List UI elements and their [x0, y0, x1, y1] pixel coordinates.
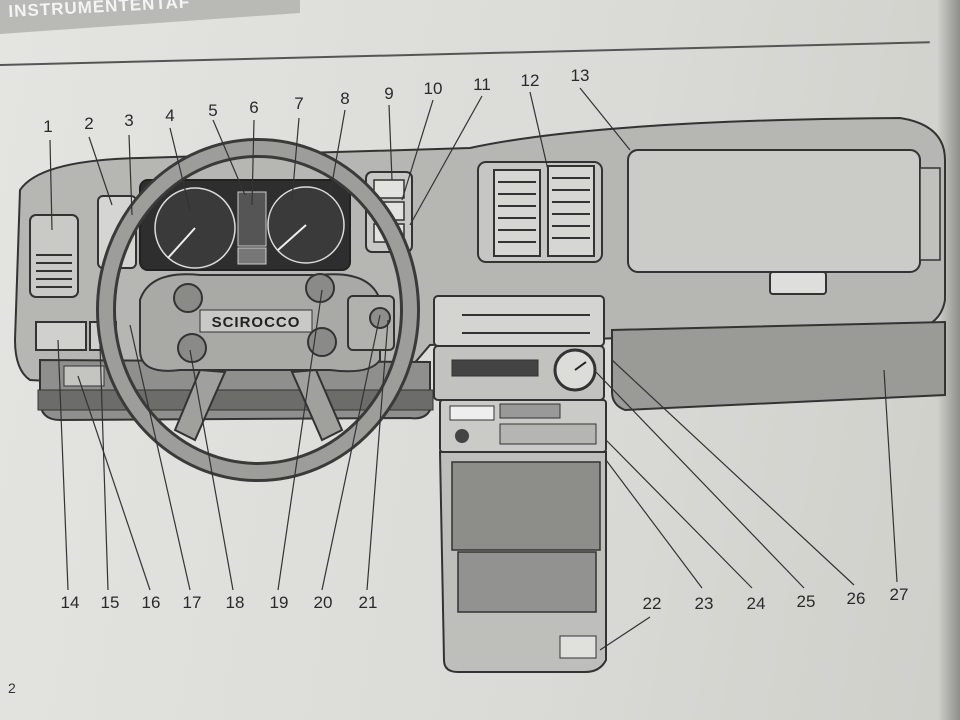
horn-button-tl [173, 283, 203, 313]
callout-16: 16 [141, 593, 161, 612]
centre-vent-right [547, 165, 595, 257]
callout-10: 10 [423, 79, 443, 98]
callout-9: 9 [384, 84, 394, 103]
left-vent-slats [36, 254, 72, 288]
wheel-badge-text: SCIROCCO [212, 314, 301, 331]
callout-23: 23 [694, 594, 714, 613]
radio-display [449, 405, 495, 421]
callout-13: 13 [570, 66, 590, 85]
fuse-switches [63, 365, 105, 387]
callout-27: 27 [889, 585, 909, 604]
leader-lines [49, 87, 898, 651]
ignition-switch [369, 307, 391, 329]
radio-buttons [499, 423, 597, 445]
callout-2: 2 [84, 114, 94, 133]
page-number: 2 [8, 680, 16, 696]
left-switch-block [35, 321, 87, 351]
fuel-gauge [237, 247, 267, 265]
heater-controls [433, 295, 605, 347]
callout-5: 5 [208, 101, 218, 120]
storage-slot-opening [451, 359, 539, 377]
callout-8: 8 [340, 89, 350, 108]
callout-17: 17 [182, 593, 202, 612]
callout-21: 21 [358, 593, 378, 612]
callout-18: 18 [225, 593, 245, 612]
callout-11: 11 [473, 75, 491, 94]
right-trim [611, 320, 946, 412]
radio-knob [455, 429, 469, 443]
callout-4: 4 [165, 106, 175, 125]
callout-7: 7 [294, 94, 304, 113]
right-vent [919, 167, 941, 261]
callout-22: 22 [642, 594, 662, 613]
callout-12: 12 [520, 71, 540, 90]
radio-cassette-slot [499, 403, 561, 419]
steering-wheel: SCIROCCO [96, 138, 420, 482]
callout-26: 26 [846, 589, 866, 608]
callout-6: 6 [249, 98, 259, 117]
console-label-plate [559, 635, 597, 659]
wheel-badge-plate [199, 309, 313, 333]
console-tray-upper [451, 461, 601, 551]
callout-24: 24 [746, 594, 766, 613]
callout-25: 25 [796, 592, 816, 611]
speedometer-needle [167, 227, 196, 259]
callout-20: 20 [313, 593, 333, 612]
glovebox-lid [627, 149, 921, 273]
horn-button-tr [305, 273, 335, 303]
console-tray-lower [457, 551, 597, 613]
callout-14: 14 [60, 593, 80, 612]
glovebox-latch [769, 271, 827, 295]
centre-vent-slats [498, 177, 590, 243]
callout-15: 15 [100, 593, 120, 612]
rocker-switch-1 [373, 179, 405, 199]
tachometer-needle [277, 224, 307, 251]
clock-hand [574, 361, 587, 371]
callout-3: 3 [124, 111, 134, 130]
callout-1: 1 [43, 117, 53, 136]
callout-19: 19 [269, 593, 289, 612]
